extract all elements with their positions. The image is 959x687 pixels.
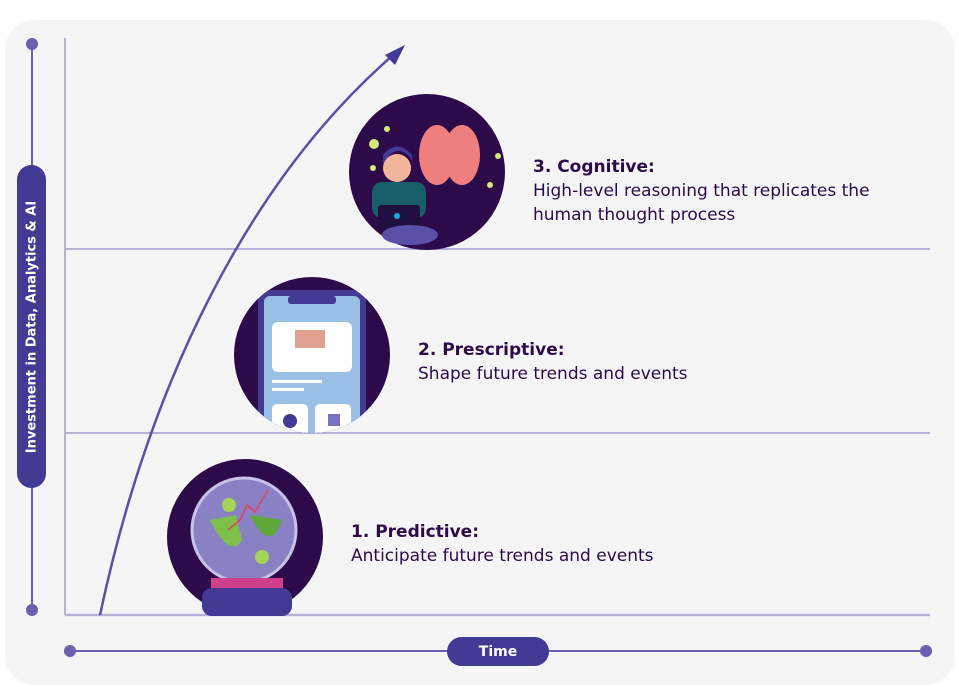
stage-predictive: 1. Predictive: Anticipate future trends … [351,520,654,568]
growth-arrow-head [385,45,405,65]
x-axis-dot-right [920,645,932,657]
x-axis-label: Time [478,643,518,660]
growth-curve [98,55,393,616]
phone-shopping-cart-icon [234,277,390,433]
stage-description-line2: human thought process [533,205,736,225]
y-axis-label-pill: Investment in Data, Analytics & AI [17,165,46,488]
x-axis-dot-left [64,645,76,657]
stage-title: 3. Cognitive: [533,157,655,177]
stage-title: 2. Prescriptive: [418,340,565,360]
stage-title: 1. Predictive: [351,522,480,542]
y-axis-dot-bottom [26,604,38,616]
x-axis-label-pill: Time [447,637,549,666]
brain-person-icon [349,94,505,250]
stage-description: Shape future trends and events [418,364,688,384]
crystal-ball-money-icon [167,459,323,616]
stage-prescriptive: 2. Prescriptive: Shape future trends and… [418,338,688,386]
stage-description: Anticipate future trends and events [351,546,654,566]
y-axis-label: Investment in Data, Analytics & AI [24,200,39,453]
stage-description-line1: High-level reasoning that replicates the [533,181,870,201]
y-axis-dot-top [26,38,38,50]
stage-cognitive: 3. Cognitive: High-level reasoning that … [533,155,870,227]
